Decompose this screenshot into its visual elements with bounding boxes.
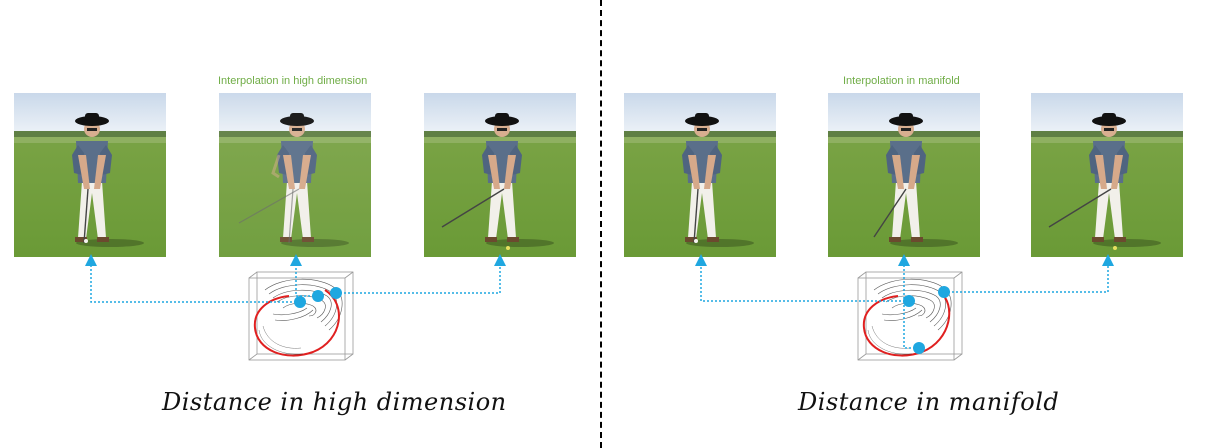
caption-right: Distance in manifold (798, 388, 1060, 416)
left-panel: Interpolation in high dimension (0, 0, 600, 448)
swiss-roll-icon (248, 271, 354, 361)
golfer-photo-interpolated (828, 93, 980, 257)
panel-divider (600, 0, 602, 448)
swiss-roll-icon (857, 271, 963, 361)
right-panel: Interpolation in manifold (602, 0, 1206, 448)
golfer-photo-interpolated (219, 93, 371, 257)
caption-left: Distance in high dimension (162, 388, 507, 416)
interpolation-label: Interpolation in high dimension (218, 75, 368, 87)
golfer-photo-start (14, 93, 166, 257)
golfer-photo-end (424, 93, 576, 257)
golfer-photo-start (624, 93, 776, 257)
golfer-photo-end (1031, 93, 1183, 257)
interpolation-label: Interpolation in manifold (843, 75, 960, 87)
